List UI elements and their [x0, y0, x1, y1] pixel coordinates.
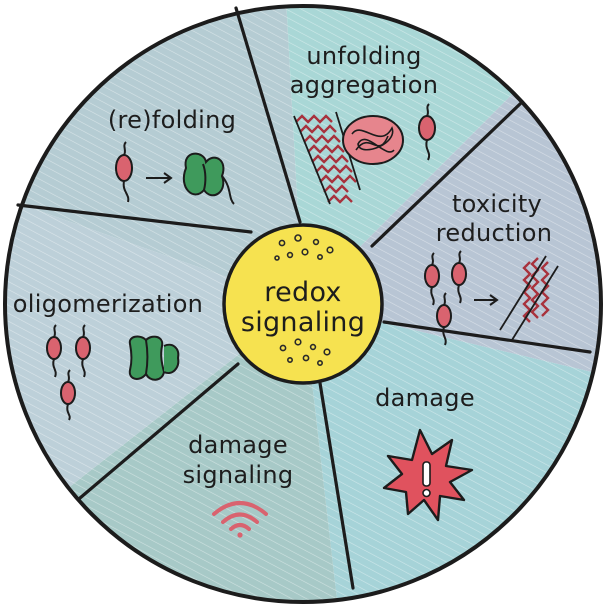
arrow-icon [474, 294, 499, 306]
aggregate-icon [342, 115, 404, 165]
unfolding-label-line2: aggregation [290, 71, 439, 99]
oligomer-icon [128, 335, 180, 381]
center-hub: redox signaling [222, 223, 384, 385]
outer-rim [3, 4, 603, 604]
center-label-line2: signaling [241, 307, 365, 338]
refolding-label: (re)folding [108, 106, 236, 134]
oligomerization-label: oligomerization [13, 290, 203, 318]
unfolded-protein-icon [418, 103, 436, 161]
toxicity-label-line2: reduction [436, 219, 552, 247]
center-label-line1: redox [264, 277, 341, 308]
damage-signaling-label-line1: damage [188, 431, 288, 459]
arrow-icon [146, 172, 173, 184]
wifi-signal-icon [212, 501, 268, 538]
unfolded-protein-icon [115, 141, 133, 203]
fibril-icon [499, 255, 559, 341]
segment-dividers [16, 6, 592, 590]
center-dots [274, 234, 334, 366]
folded-protein-icon [183, 152, 235, 205]
unfolded-proteins-icon [424, 250, 467, 346]
damage-label: damage [375, 384, 475, 412]
damage-signaling-label-line2: signaling [183, 461, 294, 489]
warning-burst-icon [382, 428, 474, 522]
toxicity-label-line1: toxicity [452, 190, 542, 218]
unfolding-label-line1: unfolding [306, 42, 421, 70]
monomer-proteins-icon [46, 324, 91, 421]
